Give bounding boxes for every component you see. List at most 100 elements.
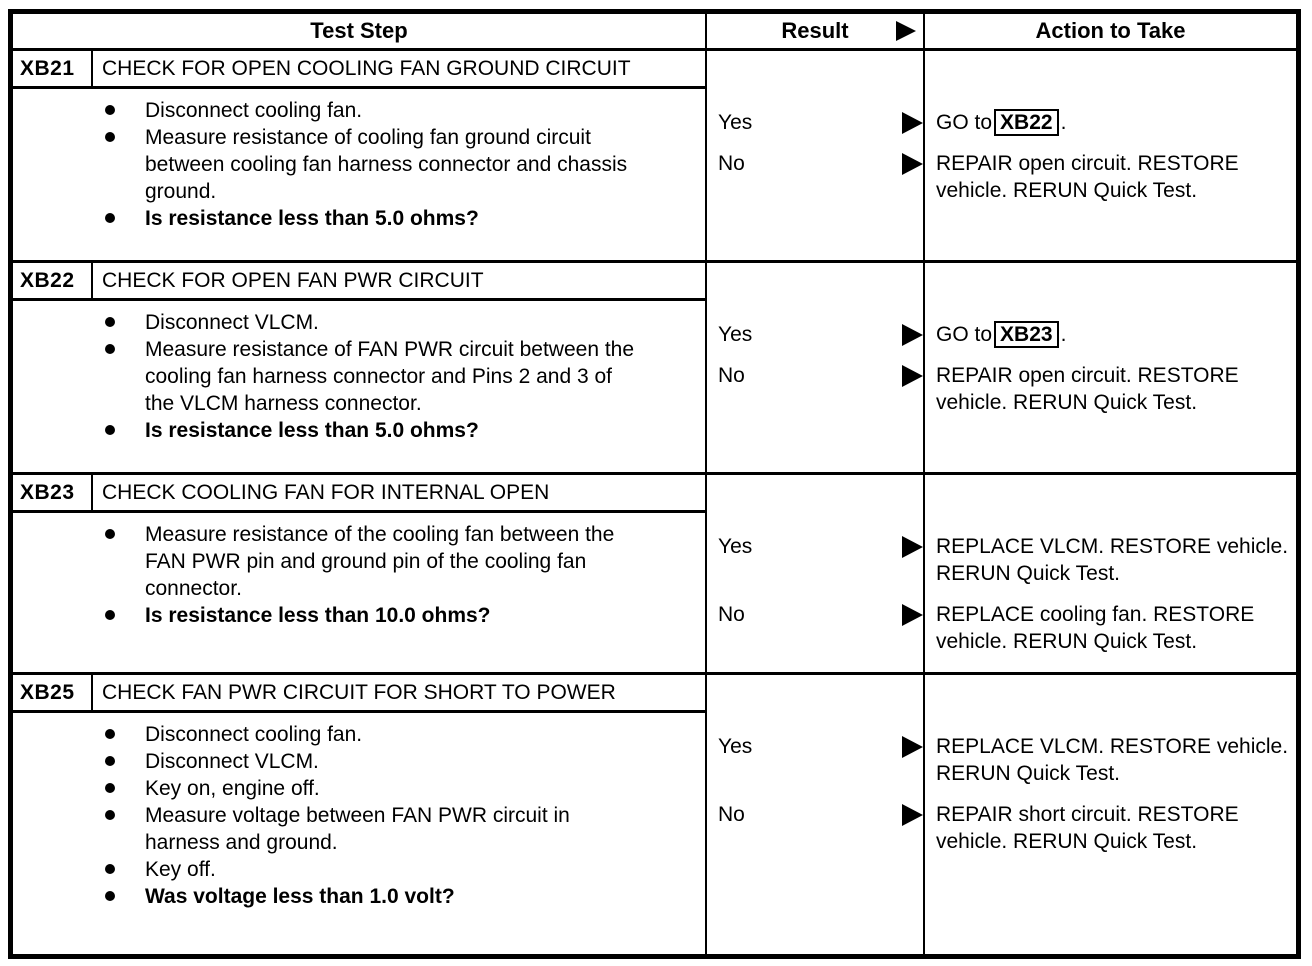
- step-code: XB25: [13, 675, 93, 713]
- instruction-text: Measure resistance of the cooling fan be…: [145, 523, 615, 600]
- result-cell: No: [705, 150, 923, 204]
- result-cell: Yes: [705, 109, 923, 136]
- instruction-text: Disconnect VLCM.: [145, 750, 319, 773]
- bullet-icon: [105, 610, 115, 620]
- instruction-item: Is resistance less than 5.0 ohms?: [105, 205, 635, 232]
- bullet-icon: [105, 425, 115, 435]
- instruction-text: Is resistance less than 10.0 ohms?: [145, 604, 491, 627]
- action-cell: REPLACE VLCM. RESTORE vehicle. RERUN Qui…: [923, 733, 1296, 787]
- column-divider-action: [923, 675, 925, 954]
- result-arrow-icon: [902, 536, 923, 558]
- action-text: REPLACE VLCM. RESTORE vehicle. RERUN Qui…: [936, 735, 1289, 785]
- action-text: .: [1060, 111, 1067, 134]
- bullet-icon: [105, 891, 115, 901]
- step-code: XB23: [13, 475, 93, 513]
- instruction-text: Disconnect cooling fan.: [145, 723, 363, 746]
- header-result: Result: [705, 14, 923, 48]
- result-answer: No: [718, 152, 745, 175]
- instruction-text: Is resistance less than 5.0 ohms?: [145, 419, 479, 442]
- table-header: Test Step Result Action to Take: [13, 14, 1296, 48]
- result-cell: Yes: [705, 533, 923, 587]
- instruction-item: Was voltage less than 1.0 volt?: [105, 883, 635, 910]
- result-arrow-icon: [902, 804, 923, 826]
- bullet-icon: [105, 132, 115, 142]
- result-answer: Yes: [718, 735, 753, 758]
- column-divider-action: [923, 475, 925, 672]
- column-divider-result: [705, 475, 707, 672]
- instruction-item: Disconnect cooling fan.: [105, 97, 635, 124]
- action-cell: REPAIR short circuit. RESTORE vehicle. R…: [923, 801, 1296, 855]
- action-cell: REPAIR open circuit. RESTORE vehicle. RE…: [923, 362, 1296, 416]
- result-arrow-icon: [902, 604, 923, 626]
- instruction-text: Disconnect VLCM.: [145, 311, 319, 334]
- result-arrow-icon: [902, 324, 923, 346]
- result-arrow-icon: [896, 21, 916, 41]
- instruction-item: Disconnect VLCM.: [105, 309, 635, 336]
- step-code: XB22: [13, 263, 93, 301]
- bullet-icon: [105, 529, 115, 539]
- step-ref-box: XB22: [994, 109, 1059, 136]
- step-title: CHECK FOR OPEN COOLING FAN GROUND CIRCUI…: [93, 51, 705, 89]
- column-divider-result: [705, 51, 707, 260]
- result-action-rows: Yes REPLACE VLCM. RESTORE vehicle. RERUN …: [705, 713, 1296, 954]
- instruction-item: Measure resistance of cooling fan ground…: [105, 124, 635, 205]
- instruction-item: Key off.: [105, 856, 635, 883]
- result-cell: No: [705, 362, 923, 416]
- result-answer: Yes: [718, 535, 753, 558]
- action-text: REPLACE VLCM. RESTORE vehicle. RERUN Qui…: [936, 535, 1289, 585]
- step-instructions: Disconnect VLCM. Measure resistance of FA…: [13, 301, 705, 472]
- bullet-icon: [105, 864, 115, 874]
- bullet-icon: [105, 810, 115, 820]
- instruction-item: Is resistance less than 10.0 ohms?: [105, 602, 635, 629]
- action-text: REPAIR open circuit. RESTORE vehicle. RE…: [936, 152, 1239, 202]
- instruction-text: Measure resistance of FAN PWR circuit be…: [145, 338, 635, 415]
- result-answer: Yes: [718, 323, 753, 346]
- instruction-text: Was voltage less than 1.0 volt?: [145, 885, 455, 908]
- bullet-icon: [105, 344, 115, 354]
- result-answer: No: [718, 364, 745, 387]
- bullet-icon: [105, 783, 115, 793]
- instruction-item: Disconnect VLCM.: [105, 748, 635, 775]
- step-title: CHECK COOLING FAN FOR INTERNAL OPEN: [93, 475, 705, 513]
- step-code: XB21: [13, 51, 93, 89]
- action-text: GO to: [936, 323, 993, 346]
- instruction-item: Measure resistance of FAN PWR circuit be…: [105, 336, 635, 417]
- instruction-item: Is resistance less than 5.0 ohms?: [105, 417, 635, 444]
- action-cell: REPLACE VLCM. RESTORE vehicle. RERUN Qui…: [923, 533, 1296, 587]
- header-test-step: Test Step: [310, 18, 408, 43]
- result-arrow-icon: [902, 736, 923, 758]
- bullet-icon: [105, 756, 115, 766]
- action-text: REPAIR open circuit. RESTORE vehicle. RE…: [936, 364, 1239, 414]
- column-divider-result: [705, 675, 707, 954]
- header-action-to-take: Action to Take: [923, 14, 1296, 48]
- bullet-icon: [105, 213, 115, 223]
- action-text: GO to: [936, 111, 993, 134]
- column-divider-result: [705, 263, 707, 472]
- step-ref-box: XB23: [994, 321, 1059, 348]
- column-divider-action: [923, 51, 925, 260]
- result-arrow-icon: [902, 365, 923, 387]
- step-instructions: Disconnect cooling fan. Disconnect VLCM. K…: [13, 713, 705, 954]
- result-cell: Yes: [705, 733, 923, 787]
- result-cell: Yes: [705, 321, 923, 348]
- instruction-text: Key on, engine off.: [145, 777, 320, 800]
- instruction-text: Disconnect cooling fan.: [145, 99, 363, 122]
- instruction-text: Key off.: [145, 858, 216, 881]
- action-text: REPLACE cooling fan. RESTORE vehicle. RE…: [936, 603, 1255, 653]
- action-cell: REPAIR open circuit. RESTORE vehicle. RE…: [923, 150, 1296, 204]
- result-answer: No: [718, 803, 745, 826]
- instruction-item: Measure resistance of the cooling fan be…: [105, 521, 635, 602]
- instruction-text: Measure voltage between FAN PWR circuit …: [145, 804, 570, 854]
- step-title: CHECK FAN PWR CIRCUIT FOR SHORT TO POWER: [93, 675, 705, 713]
- result-arrow-icon: [902, 153, 923, 175]
